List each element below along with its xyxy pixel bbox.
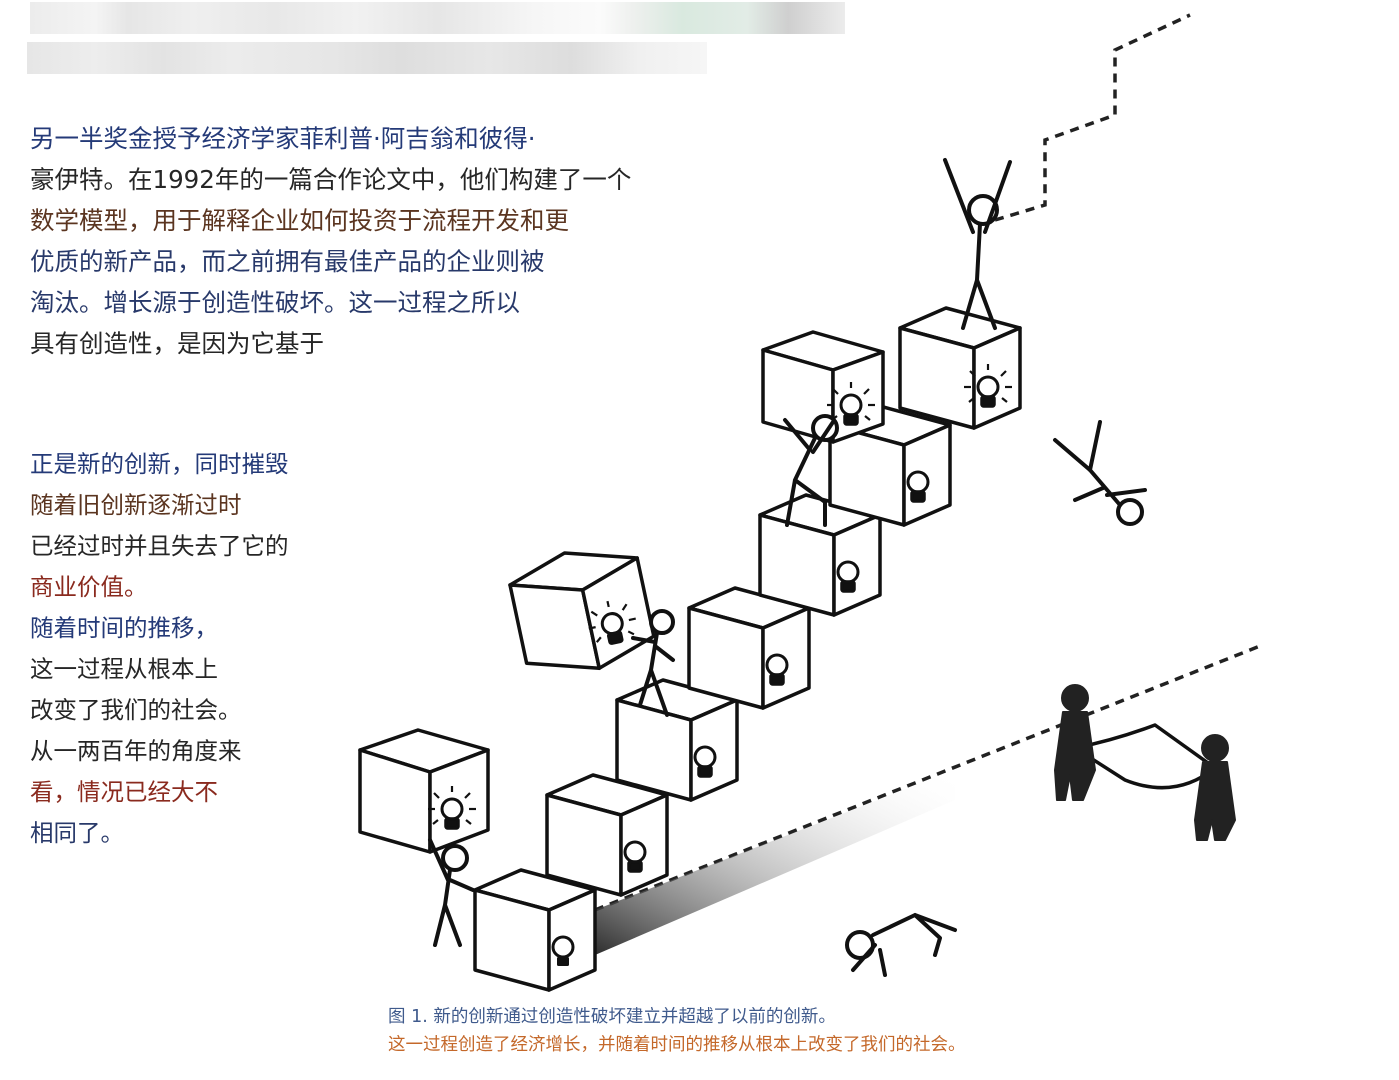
intro-line: 淘汰。增长源于创造性破坏。这一过程之所以 [30,288,520,317]
para-line: 随着旧创新逐渐过时 [30,491,242,519]
caption-line-2: 这一过程创造了经济增长，并随着时间的推移从根本上改变了我们的社会。 [388,1035,966,1055]
person-crawling-icon [845,913,957,977]
para-line: 已经过时并且失去了它的 [30,532,289,560]
dashed-baseline [594,644,1261,912]
tilted-box [508,551,656,671]
stair-shadow [595,770,955,955]
para-line: 随着时间的推移， [30,614,218,642]
intro-line: 具有创造性，是因为它基于 [30,329,324,358]
para-line: 相同了。 [30,819,124,847]
person-carrying-box-icon [428,838,475,947]
blurred-header-line-2 [27,42,707,74]
intro-line: 数学模型，用于解释企业如何投资于流程开发和更 [30,206,569,235]
caption-line-1: 图 1. 新的创新通过创造性破坏建立并超越了以前的创新。 [388,1007,836,1027]
person-celebrating-icon [943,158,1012,330]
second-paragraph: 正是新的创新，同时摧毁 随着旧创新逐渐过时 已经过时并且失去了它的 商业价值。 … [30,444,289,854]
para-line: 看，情况已经大不 [30,778,218,806]
figure-caption: 图 1. 新的创新通过创造性破坏建立并超越了以前的创新。 这一过程创造了经济增长… [388,1003,966,1059]
para-line: 这一过程从根本上 [30,655,218,683]
creative-destruction-illustration [358,13,1261,992]
para-line: 商业价值。 [30,573,148,601]
person-falling-icon [1053,420,1147,526]
dashed-stair-path [994,13,1191,222]
person-climbing-icon [631,609,675,717]
para-line: 改变了我们的社会。 [30,696,242,724]
person-lifting-icon [783,414,839,527]
intro-line: 优质的新产品，而之前拥有最佳产品的企业则被 [30,247,545,276]
para-line: 正是新的创新，同时摧毁 [30,450,289,478]
carried-box-bottom [358,728,490,854]
intro-line: 另一半奖金授予经济学家菲利普·阿吉翁和彼得· [30,124,536,153]
blurred-header-line-1 [30,2,845,34]
intro-paragraph: 另一半奖金授予经济学家菲利普·阿吉翁和彼得· 豪伊特。在1992年的一篇合作论文… [30,118,631,364]
block-staircase [473,306,1022,992]
intro-line: 豪伊特。在1992年的一篇合作论文中，他们构建了一个 [30,165,632,194]
people-holding-net-icon [1054,684,1236,841]
para-line: 从一两百年的角度来 [30,737,242,765]
